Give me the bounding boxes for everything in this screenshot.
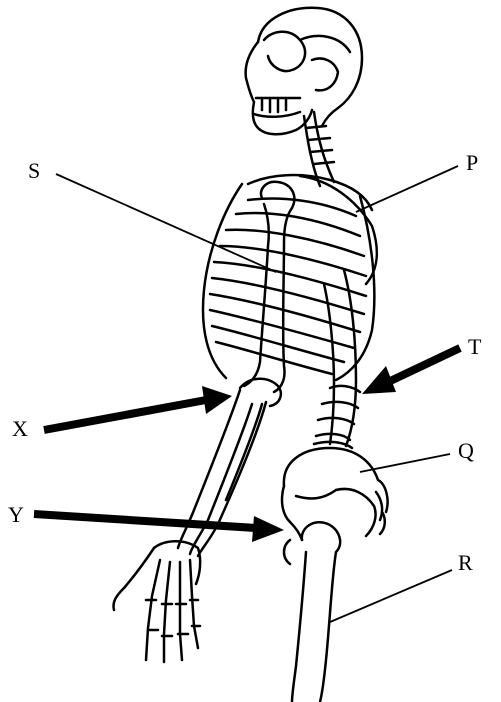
leader-lines	[56, 166, 458, 622]
leader-P	[356, 166, 458, 212]
arrow-X	[44, 386, 232, 430]
arrow-T	[362, 348, 460, 394]
label-X: X	[12, 418, 28, 440]
label-Y: Y	[8, 504, 24, 526]
pelvis	[282, 448, 388, 540]
leader-R	[330, 570, 452, 622]
label-P: P	[466, 152, 478, 174]
hand	[113, 541, 200, 662]
label-R: R	[458, 552, 473, 574]
leader-S	[56, 174, 276, 272]
label-S: S	[28, 160, 40, 182]
leader-Q	[360, 454, 450, 472]
label-Q: Q	[458, 440, 474, 462]
label-T: T	[468, 336, 481, 358]
femur	[284, 522, 340, 702]
arrow-Y	[34, 514, 284, 542]
